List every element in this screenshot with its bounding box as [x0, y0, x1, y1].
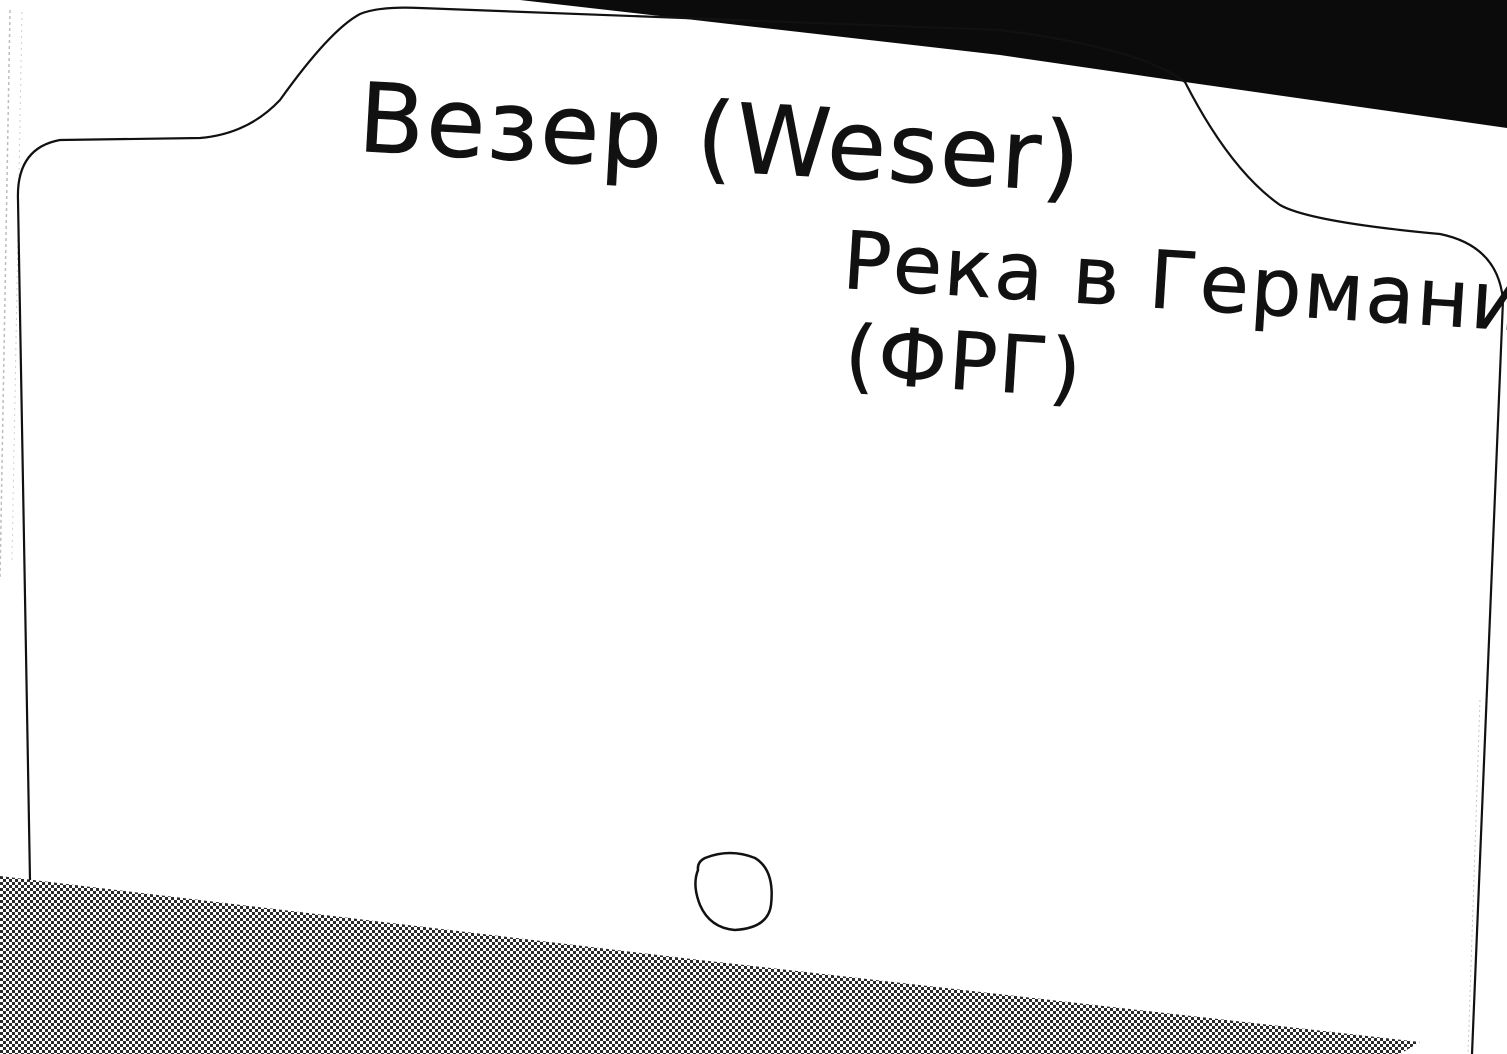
- description-line-2: (ФРГ): [842, 308, 1086, 416]
- punch-hole: [694, 851, 773, 932]
- card-outline: [16, 6, 1505, 1054]
- scanner-background-top-right: [520, 0, 1507, 128]
- scanner-background-bottom: [0, 876, 1420, 1054]
